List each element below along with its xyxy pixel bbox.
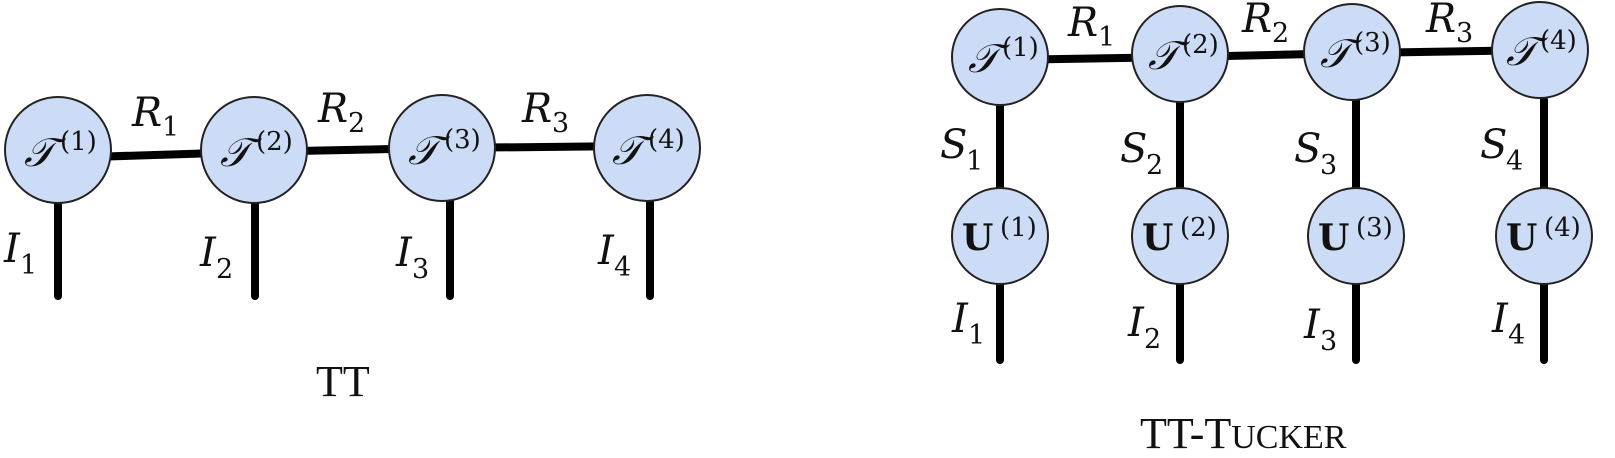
- svg-text:4: 4: [1506, 146, 1523, 177]
- svg-text:R: R: [1241, 0, 1272, 42]
- tt-rank-label-2: R 2: [317, 86, 365, 139]
- svg-text:I: I: [199, 230, 217, 276]
- svg-text:3: 3: [552, 108, 569, 139]
- svg-text:I: I: [951, 296, 969, 342]
- ttt-tucker-rank-label-4: S 4: [1480, 122, 1523, 177]
- tt-core-3: 𝒯 (3): [388, 94, 496, 202]
- svg-text:4: 4: [1508, 320, 1525, 351]
- svg-text:2: 2: [1144, 324, 1161, 355]
- svg-text:I: I: [1303, 302, 1321, 348]
- ttt-caption-smallcaps: UCKER: [1231, 419, 1347, 456]
- svg-text:3: 3: [1320, 326, 1337, 357]
- ttt-factor-1: U (1): [951, 187, 1049, 285]
- ttt-factor-4-symbol: U: [1506, 217, 1537, 259]
- ttt-rank-label-1: R 1: [1067, 0, 1115, 53]
- svg-text:2: 2: [348, 108, 365, 139]
- ttt-core-4-index: (4): [1540, 26, 1577, 56]
- svg-text:I: I: [1491, 296, 1509, 342]
- svg-text:R: R: [131, 90, 162, 136]
- svg-text:4: 4: [614, 252, 631, 283]
- svg-text:1: 1: [968, 320, 985, 351]
- svg-text:R: R: [1425, 0, 1456, 42]
- ttt-factor-3-symbol: U: [1318, 217, 1349, 259]
- ttt-factor-3-index: (3): [1356, 213, 1393, 243]
- svg-text:1: 1: [162, 112, 179, 143]
- tt-core-4-index: (4): [648, 125, 685, 155]
- tt-core-1: 𝒯 (1): [4, 96, 112, 204]
- svg-text:I: I: [3, 226, 21, 272]
- ttt-factor-4-index: (4): [1544, 213, 1581, 243]
- svg-text:S: S: [1120, 126, 1147, 172]
- svg-text:3: 3: [1456, 18, 1473, 49]
- svg-text:R: R: [317, 86, 348, 132]
- ttt-core-3: 𝒯 (3): [1303, 3, 1401, 101]
- svg-text:3: 3: [1320, 150, 1337, 181]
- svg-text:S: S: [1294, 126, 1321, 172]
- ttt-core-3-index: (3): [1354, 28, 1391, 58]
- ttt-leg-label-3: I 3: [1303, 302, 1337, 357]
- ttt-rank-label-3: R 3: [1425, 0, 1473, 49]
- svg-text:1: 1: [1098, 22, 1115, 53]
- ttt-factor-2-symbol: U: [1142, 217, 1173, 259]
- tt-core-1-index: (1): [60, 127, 97, 157]
- tt-leg-label-1: I 1: [3, 226, 37, 281]
- ttt-factor-1-index: (1): [1000, 213, 1037, 243]
- ttt-core-4: 𝒯 (4): [1491, 1, 1589, 99]
- ttt-factor-1-symbol: U: [962, 217, 993, 259]
- ttt-core-1: 𝒯 (1): [951, 8, 1049, 106]
- ttt-rank-label-2: R 2: [1241, 0, 1289, 49]
- ttt-tucker-rank-label-1: S 1: [940, 122, 983, 177]
- tt-core-4: 𝒯 (4): [593, 94, 701, 202]
- svg-text:I: I: [597, 228, 615, 274]
- ttt-core-2: 𝒯 (2): [1131, 5, 1229, 103]
- svg-text:R: R: [521, 86, 552, 132]
- tt-core-2-index: (2): [256, 127, 293, 157]
- svg-text:3: 3: [412, 254, 429, 285]
- svg-text:S: S: [940, 122, 967, 168]
- tt-leg-label-4: I 4: [597, 228, 631, 283]
- ttt-caption-prefix: TT-T: [1140, 409, 1231, 458]
- svg-text:2: 2: [216, 254, 233, 285]
- ttt-leg-label-1: I 1: [951, 296, 985, 351]
- svg-text:S: S: [1480, 122, 1507, 168]
- tt-core-3-index: (3): [444, 125, 481, 155]
- tt-tucker-diagram: 𝒯 (1) 𝒯 (2) 𝒯 (3) 𝒯 (4) U (1) U (2): [940, 0, 1593, 458]
- tt-leg-label-2: I 2: [199, 230, 233, 285]
- ttt-tucker-rank-label-3: S 3: [1294, 126, 1337, 181]
- ttt-factor-4: U (4): [1495, 187, 1593, 285]
- tt-rank-label-1: R 1: [131, 90, 179, 143]
- svg-text:2: 2: [1146, 150, 1163, 181]
- ttt-factor-2-index: (2): [1180, 213, 1217, 243]
- ttt-core-1-index: (1): [1002, 33, 1039, 63]
- ttt-leg-label-2: I 2: [1127, 300, 1161, 355]
- tt-caption: TT: [316, 357, 370, 406]
- tt-rank-label-3: R 3: [521, 86, 569, 139]
- ttt-leg-label-4: I 4: [1491, 296, 1525, 351]
- ttt-factor-2: U (2): [1131, 187, 1229, 285]
- svg-text:1: 1: [20, 250, 37, 281]
- ttt-core-2-index: (2): [1182, 30, 1219, 60]
- ttt-tucker-rank-label-2: S 2: [1120, 126, 1163, 181]
- ttt-caption: TT-TUCKER: [1140, 409, 1347, 458]
- svg-text:I: I: [1127, 300, 1145, 346]
- tt-core-2: 𝒯 (2): [200, 96, 308, 204]
- svg-text:1: 1: [966, 146, 983, 177]
- svg-text:I: I: [395, 230, 413, 276]
- tt-diagram: 𝒯 (1) 𝒯 (2) 𝒯 (3) 𝒯 (4) R 1 R 2 R: [3, 86, 701, 406]
- tt-leg-label-3: I 3: [395, 230, 429, 285]
- ttt-factor-3: U (3): [1307, 187, 1405, 285]
- svg-text:R: R: [1067, 0, 1098, 46]
- svg-text:2: 2: [1272, 18, 1289, 49]
